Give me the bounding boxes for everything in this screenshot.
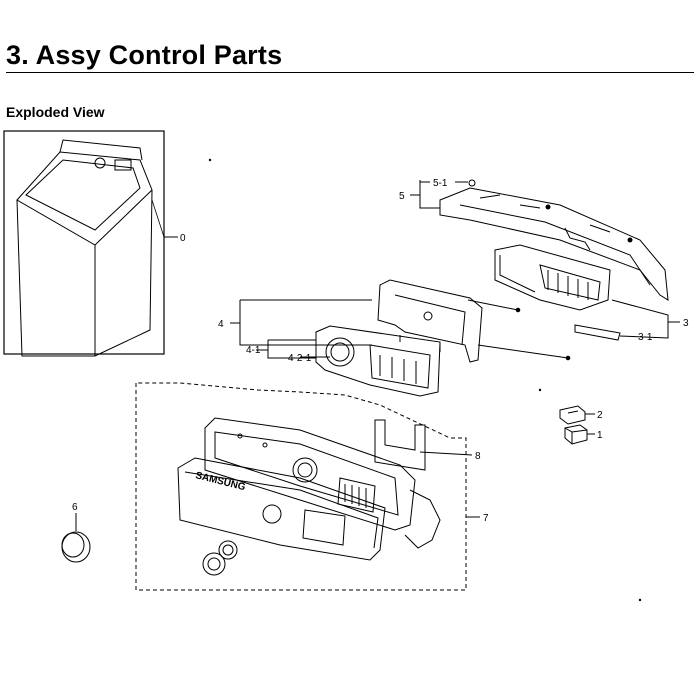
callout-7: 7 bbox=[483, 513, 489, 524]
knob-cap-part-6 bbox=[61, 531, 91, 563]
callout-5-1: 5-1 bbox=[433, 178, 448, 189]
pcb-housing-top bbox=[377, 279, 483, 363]
control-panel-assembly bbox=[177, 417, 441, 561]
knob-rings bbox=[202, 540, 238, 576]
leader-line bbox=[611, 299, 680, 339]
assembly-group-outline bbox=[135, 382, 467, 591]
callout-3: 3 bbox=[683, 318, 689, 329]
leader-line bbox=[230, 299, 372, 346]
callout-4-2-1: 4-2-1 bbox=[288, 353, 312, 364]
connector-part-1 bbox=[564, 424, 588, 445]
callout-4: 4 bbox=[218, 319, 224, 330]
page-title: 3. Assy Control Parts bbox=[6, 40, 283, 70]
connector-part-2 bbox=[559, 405, 586, 425]
callout-5: 5 bbox=[399, 191, 405, 202]
brand-label: SAMSUNG bbox=[194, 470, 246, 493]
callout-6: 6 bbox=[72, 502, 78, 513]
title-underline bbox=[6, 72, 694, 73]
section-subtitle: Exploded View bbox=[6, 104, 105, 120]
leader-line bbox=[419, 180, 440, 209]
callout-8: 8 bbox=[475, 451, 481, 462]
pcb-board bbox=[315, 325, 441, 397]
pcb-strip bbox=[574, 324, 621, 341]
top-bracket-assembly bbox=[439, 179, 669, 301]
callout-0: 0 bbox=[180, 233, 186, 244]
callout-4-1: 4-1 bbox=[246, 345, 261, 356]
callout-2: 2 bbox=[597, 410, 603, 421]
decal-part-8 bbox=[374, 419, 426, 471]
pcb-bracket bbox=[494, 244, 611, 311]
callout-3-1: 3-1 bbox=[638, 332, 653, 343]
callout-1: 1 bbox=[597, 430, 603, 441]
washer-overview bbox=[3, 130, 165, 357]
